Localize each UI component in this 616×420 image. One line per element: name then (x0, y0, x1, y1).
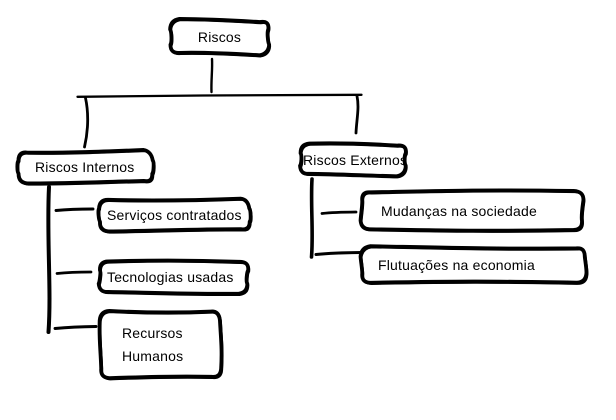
sketch-border-icon (96, 258, 251, 297)
node-servicos-contratados-label: Serviços contratados (107, 207, 242, 223)
sketch-border-icon (168, 17, 272, 58)
sketch-border-icon (358, 188, 586, 233)
node-recursos-humanos[interactable]: Recursos Humanos (97, 308, 224, 381)
node-flutuacoes-economia-label: Flutuações na economia (378, 257, 535, 273)
connector-stub-servicos (54, 207, 95, 212)
sketch-border-icon (97, 309, 224, 381)
node-riscos-label: Riscos (197, 29, 242, 45)
node-mudancas-sociedade[interactable]: Mudanças na sociedade (358, 188, 586, 233)
node-flutuacoes-economia[interactable]: Flutuações na economia (358, 244, 589, 286)
node-tecnologias-usadas[interactable]: Tecnologias usadas (96, 258, 251, 297)
connector-root-down (210, 57, 214, 94)
sketch-border-icon (96, 196, 253, 234)
sketch-border-icon (15, 148, 156, 186)
node-riscos[interactable]: Riscos (167, 17, 272, 58)
node-riscos-internos-label: Riscos Internos (35, 159, 135, 175)
node-recursos-humanos-label: Recursos Humanos (122, 324, 184, 364)
node-tecnologias-usadas-label: Tecnologias usadas (107, 269, 234, 285)
node-riscos-externos-label: Riscos Externos (303, 151, 408, 168)
connector-stub-mudancas (320, 210, 358, 215)
connector-drop-externos (354, 94, 360, 135)
connector-stub-recursos (53, 325, 98, 330)
node-riscos-internos[interactable]: Riscos Internos (15, 148, 156, 186)
sketch-border-icon (298, 141, 408, 179)
sketch-border-icon (358, 244, 589, 285)
connector-stub-flutuacoes (314, 251, 364, 256)
node-servicos-contratados[interactable]: Serviços contratados (96, 196, 253, 234)
connector-drop-internos (83, 96, 90, 149)
connector-stub-tecnologias (55, 270, 93, 275)
node-riscos-externos[interactable]: Riscos Externos (297, 141, 409, 179)
connector-main-horizontal (76, 93, 363, 98)
node-mudancas-sociedade-label: Mudanças na sociedade (381, 202, 537, 219)
connector-internos-trunk (46, 185, 52, 334)
connector-externos-trunk (309, 177, 314, 259)
